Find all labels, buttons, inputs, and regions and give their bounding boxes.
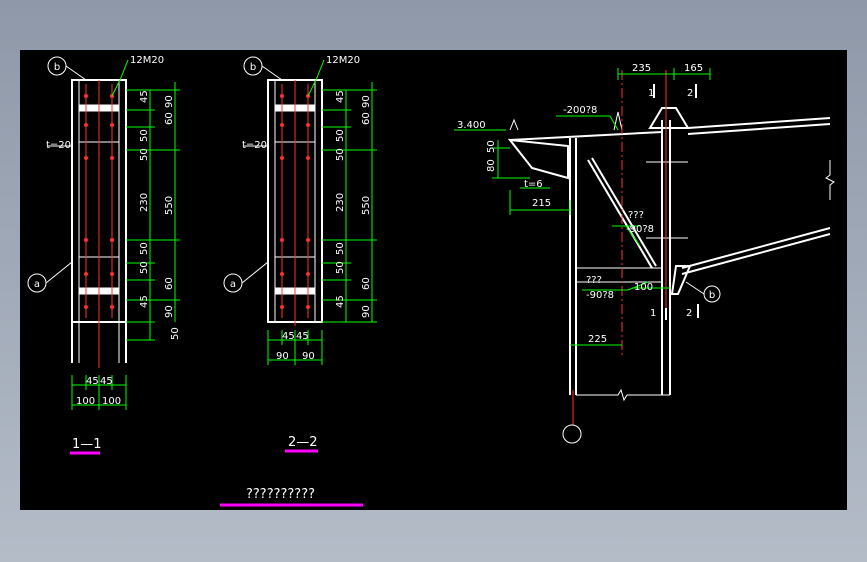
dim-label: 90 [164, 95, 175, 108]
section-1-1-plate-label: t=20 [46, 140, 71, 151]
elevation-t6: t=6 [524, 179, 543, 190]
elevation-dim-50: 50 [486, 140, 497, 153]
elevation-view [507, 107, 835, 402]
dim-label: 60 [164, 112, 175, 125]
dim-label: 550 [361, 196, 372, 215]
elevation-dim-235: 235 [632, 63, 651, 74]
dim-label: 230 [335, 193, 346, 212]
dim-label: 50 [139, 129, 150, 142]
elevation-stiffener-1-a: ??? [628, 210, 644, 221]
dim-label: 50 [139, 261, 150, 274]
cut-mark-2-bottom: 2 [686, 308, 692, 319]
section-1-1-dims [71, 59, 180, 410]
dim-label: 50 [335, 242, 346, 255]
section-2-2-title: 2—2 [288, 435, 318, 450]
section-2-2-leaders [223, 56, 283, 293]
dim-label: 230 [139, 193, 150, 212]
dim-label: 50 [170, 327, 181, 340]
dim-label: 90 [164, 305, 175, 318]
elevation-dim-100: 100 [634, 282, 653, 293]
dim-label: 60 [361, 112, 372, 125]
elevation-cut-marks [653, 84, 699, 320]
elevation-dim-225: 225 [588, 334, 607, 345]
elevation-marker-b: b [709, 290, 715, 301]
cut-mark-1-bottom: 1 [650, 308, 656, 319]
elevation-stiffener-2-b: -90?8 [586, 290, 614, 301]
section-1-1-centerlines [85, 80, 113, 368]
dim-label: 45 [86, 376, 99, 387]
drawing-main-title: ?????????? [246, 487, 315, 502]
elevation-dim-215: 215 [532, 198, 551, 209]
dim-label: 50 [335, 261, 346, 274]
cad-viewport[interactable]: b a 12M20 t=20 45 50 50 230 50 50 45 50 … [20, 50, 847, 510]
dim-label: 90 [361, 305, 372, 318]
cut-mark-2-top: 2 [687, 88, 693, 99]
elevation-centerlines [572, 70, 667, 425]
dim-label: 100 [102, 396, 121, 407]
section-1-1-leaders [27, 56, 87, 293]
dim-label: 45 [100, 376, 113, 387]
dim-label: 90 [302, 351, 315, 362]
cut-mark-1-top: 1 [648, 88, 654, 99]
dim-label: 550 [164, 196, 175, 215]
elevation-stiffener-2-a: ??? [586, 275, 602, 286]
section-2-2-plate-label: t=20 [242, 140, 267, 151]
dim-label: 45 [139, 295, 150, 308]
cad-drawing: b a 12M20 t=20 45 50 50 230 50 50 45 50 … [27, 55, 835, 507]
dim-label: 45 [139, 90, 150, 103]
elevation-dim-80: 80 [486, 159, 497, 172]
dim-label: 45 [282, 331, 295, 342]
dim-label: 45 [296, 331, 309, 342]
section-2-2-dims [267, 59, 377, 365]
dim-label: 90 [361, 95, 372, 108]
dim-label: 50 [139, 148, 150, 161]
dim-label: 45 [335, 295, 346, 308]
dim-label: 100 [76, 396, 95, 407]
section-2-2-bolt-label: 12M20 [326, 55, 360, 66]
elevation-dims [454, 68, 711, 346]
section-1-1-bolt-label: 12M20 [130, 55, 164, 66]
elevation-plate-top: -200?8 [563, 105, 597, 116]
section-2-2-marker-top: b [250, 62, 256, 73]
section-1-1-marker-top: b [54, 62, 60, 73]
elevation-dim-165: 165 [684, 63, 703, 74]
dim-label: 50 [335, 129, 346, 142]
dim-label: 50 [335, 148, 346, 161]
dim-label: 60 [164, 277, 175, 290]
elevation-level: 3.400 [457, 120, 486, 131]
dim-label: 90 [276, 351, 289, 362]
section-1-1-bolts [84, 94, 114, 309]
grid-bubble [562, 424, 582, 444]
section-1-1-marker-bottom: a [34, 279, 40, 290]
elevation-stiffener-1-b: -90?8 [626, 224, 654, 235]
section-2-2-marker-bottom: a [230, 279, 236, 290]
dim-label: 45 [335, 90, 346, 103]
dim-label: 50 [139, 242, 150, 255]
section-1-1-title: 1—1 [72, 437, 102, 452]
dim-label: 60 [361, 277, 372, 290]
